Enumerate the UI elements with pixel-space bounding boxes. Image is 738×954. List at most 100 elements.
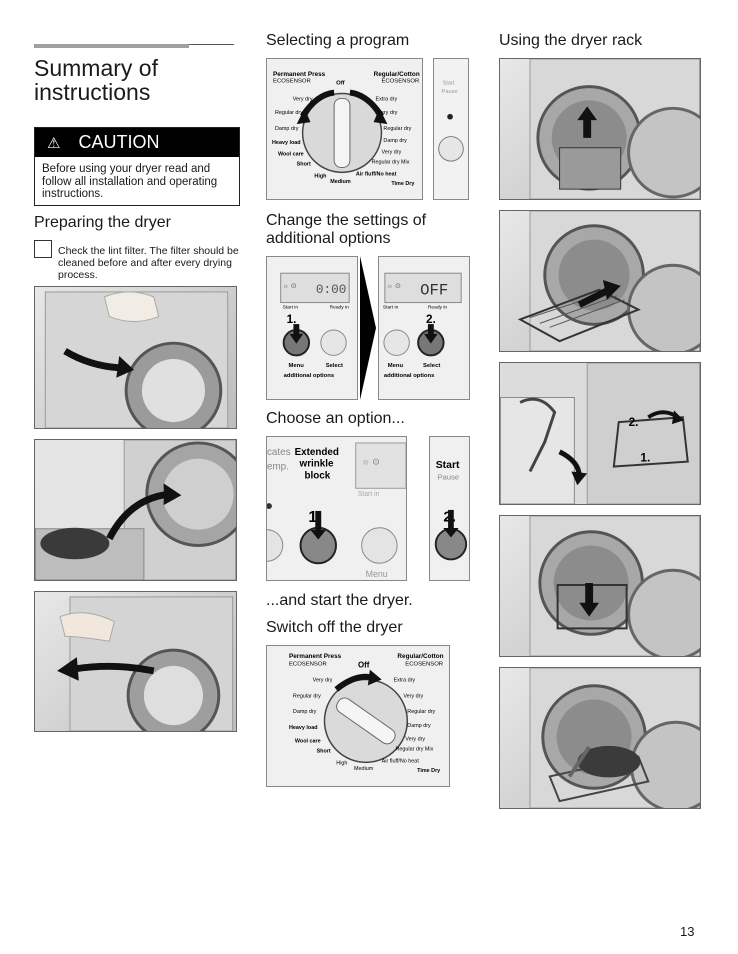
caution-box: ⚠ CAUTION Before using your dryer read a… [34, 127, 240, 206]
start-pause-panel: Start Pause [433, 58, 469, 200]
block-label: block [304, 470, 330, 481]
menu-button-3[interactable] [361, 527, 398, 564]
off-right-label-1: Very dry [403, 693, 423, 699]
dial-left-header-2: ECOSENSOR [273, 79, 311, 85]
pause-label: Pause [442, 89, 458, 95]
lint-filter-checkbox[interactable] [34, 240, 52, 258]
choose-display [355, 442, 406, 489]
dial-right-label-2: Regular dry [383, 126, 411, 132]
off-dial-off-label: Off [358, 661, 370, 670]
select-label-2: Select [423, 363, 440, 369]
partial-label-2: emp. [267, 462, 289, 473]
select-button-1[interactable] [320, 329, 347, 356]
dryer-rack-heading: Using the dryer rack [499, 32, 643, 49]
warning-triangle-icon: ⚠ [47, 134, 61, 152]
rack-photo-5 [499, 667, 701, 809]
caution-header: ⚠ CAUTION [35, 128, 239, 157]
dial-left-header-1: Permanent Press [273, 71, 326, 78]
additional-options-label-1: additional options [284, 373, 335, 379]
off-bottom-label-2: Air fluff/No heat [382, 758, 420, 764]
dial-bottom-label-1: Medium [330, 179, 351, 185]
step1-label-a: 1. [287, 313, 297, 326]
off-bottom-label-0: High [336, 760, 347, 766]
off-left-label-4: Wool care [295, 739, 321, 745]
dial-right-label-0: Extra dry [376, 96, 398, 102]
extended-label: Extended [295, 447, 339, 458]
off-dial-right-header-2: ECOSENSOR [405, 662, 443, 668]
dial-right-label-1: Very dry [378, 110, 398, 116]
start-dryer-heading: ...and start the dryer. [266, 592, 413, 609]
lint-filter-text: Check the lint filter. The filter should… [58, 245, 239, 281]
dial-right-header-2: ECOSENSOR [381, 79, 419, 85]
off-left-label-0: Very dry [313, 677, 333, 683]
start-pause-button[interactable] [438, 136, 464, 162]
page-title: Summary of instructions [34, 55, 158, 105]
options-panel-step1: 0:00 ☼ ⊙ Start in Ready in 1. Menu Selec… [266, 256, 358, 400]
dial-left-label-3: Heavy load [272, 140, 301, 146]
settings-icons-1: ☼ ⊙ [283, 283, 297, 290]
menu-label-1: Menu [289, 363, 305, 369]
dial-right-header-1: Regular/Cotton [374, 71, 420, 78]
off-dial-right-header-1: Regular/Cotton [397, 653, 443, 660]
options-display-2-text: OFF [420, 282, 448, 300]
rack-photo-1 [499, 58, 701, 200]
close-door-illustration [57, 596, 234, 731]
open-door-illustration [44, 291, 229, 428]
off-right-label-5: Regular dry Mix [395, 747, 433, 753]
load-laundry-illustration [35, 440, 236, 580]
page-number: 13 [680, 924, 695, 939]
start-indicator-led [447, 113, 453, 120]
wrinkle-label: wrinkle [299, 459, 334, 470]
rack-step-1: 1. [640, 451, 650, 465]
ready-in-label-2: Ready in [428, 304, 448, 310]
options-display-1 [280, 272, 350, 304]
dial-left-label-0: Very dry [293, 96, 313, 102]
photo-close-door [34, 591, 237, 732]
dial-left-label-4: Wool care [278, 152, 304, 158]
options-display-2 [384, 272, 462, 304]
ready-in-label-1: Ready in [330, 304, 350, 310]
start-panel: Start Pause 2. [429, 436, 470, 581]
header-rule-accent [34, 44, 189, 48]
program-dial-panel: Permanent Press ECOSENSOR Regular/Cotton… [266, 58, 423, 200]
menu-label-2: Menu [388, 363, 404, 369]
photo-open-door [34, 286, 237, 429]
dial-right-label-3: Damp dry [383, 138, 407, 144]
pause-label-2: Pause [438, 472, 460, 481]
options-display-1-text: 0:00 [316, 282, 347, 297]
dial-bottom-label-0: High [314, 173, 326, 179]
off-left-label-5: Short [317, 748, 331, 754]
rack-photo-2 [499, 210, 701, 352]
step2-label-a: 2. [426, 313, 436, 326]
off-left-label-3: Heavy load [289, 725, 318, 731]
selecting-program-heading: Selecting a program [266, 32, 410, 49]
display-icons: ☼ ⊙ [362, 457, 380, 467]
start-label: Start [443, 81, 455, 87]
rack-photo-3: 2. 1. [499, 362, 701, 505]
dial-off-label: Off [336, 81, 345, 87]
options-panel-step2: OFF ☼ ⊙ Start in Ready in 2. Menu Select… [378, 256, 470, 400]
start-in-label-3: Start in [358, 491, 380, 498]
change-settings-heading: Change the settings of additional option… [266, 212, 427, 247]
dial-left-label-1: Regular dry [275, 110, 303, 116]
settings-icons-2: ☼ ⊙ [387, 283, 401, 290]
off-right-label-4: Very dry [405, 737, 425, 743]
select-label-1: Select [326, 363, 343, 369]
caution-heading: CAUTION [78, 132, 160, 152]
photo-load-laundry [34, 439, 237, 581]
switch-off-dial-panel: Permanent Press ECOSENSOR Regular/Cotton… [266, 645, 450, 787]
menu-button-2[interactable] [383, 329, 410, 356]
choose-option-panel: cates emp. Extended wrinkle block ☼ ⊙ St… [266, 436, 407, 581]
off-left-label-1: Regular dry [293, 693, 321, 699]
dial-right-label-4: Very dry [381, 150, 401, 156]
dial-left-label-5: Short [297, 161, 311, 167]
start-in-label-2: Start in [383, 304, 399, 310]
dial-right-label-5: Regular dry Mix [372, 160, 410, 166]
menu-label-3: Menu [366, 569, 388, 579]
off-right-label-3: Damp dry [407, 723, 431, 729]
off-right-label-2: Regular dry [407, 709, 435, 715]
start-in-label-1: Start in [283, 304, 299, 310]
choose-option-heading: Choose an option... [266, 410, 405, 427]
step-arrow-chevron [360, 256, 376, 400]
off-bottom-label-1: Medium [354, 766, 374, 772]
